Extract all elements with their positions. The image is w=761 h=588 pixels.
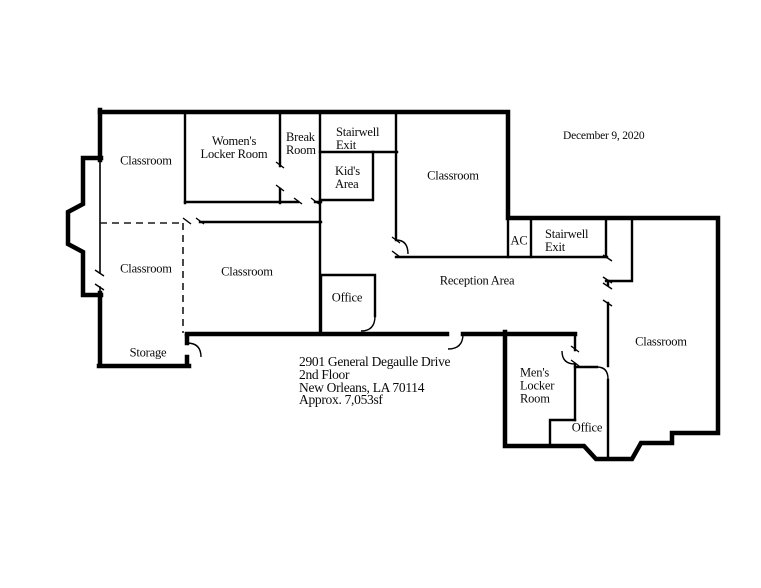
address-line: Approx. 7,053sf <box>299 392 383 408</box>
door-arc-corridor <box>596 366 609 380</box>
room-label-classroom-right: Classroom <box>635 334 687 349</box>
room-label-classroom-top-left: Classroom <box>120 153 172 168</box>
room-label-office-middle: Office <box>331 290 363 305</box>
room-label-ac-closet: AC <box>510 233 528 248</box>
address-line: New Orleans, LA 70114 <box>299 379 425 395</box>
date-label: December 9, 2020 <box>563 130 645 142</box>
room-label-office-bottom: Office <box>571 420 603 435</box>
door-arc-classroom-top-right <box>395 239 409 255</box>
door-arc-mens-locker <box>561 350 576 365</box>
wall-stair-landing <box>604 218 634 283</box>
outer-wall-bay-window <box>65 155 104 298</box>
door-jamb-marks <box>94 161 613 367</box>
wall-kids-area <box>318 150 375 202</box>
room-label-reception-area: Reception Area <box>439 273 515 288</box>
outer-wall-storage <box>96 290 192 369</box>
address-line: 2901 General Degaulle Drive <box>299 354 451 369</box>
door-arc-office-middle <box>360 315 376 332</box>
room-label-classroom-mid-left: Classroom <box>120 261 172 276</box>
wall-office-bottom <box>548 418 577 448</box>
door-arc-main-entry <box>447 333 464 350</box>
address-line: 2nd Floor <box>299 366 350 382</box>
room-label-storage: Storage <box>129 345 167 360</box>
room-label-classroom-top-right: Classroom <box>427 168 479 183</box>
wall-office-middle <box>319 273 377 336</box>
dashed-divider <box>100 222 184 333</box>
door-arc-storage <box>186 342 202 358</box>
room-label-classroom-middle: Classroom <box>221 264 273 279</box>
